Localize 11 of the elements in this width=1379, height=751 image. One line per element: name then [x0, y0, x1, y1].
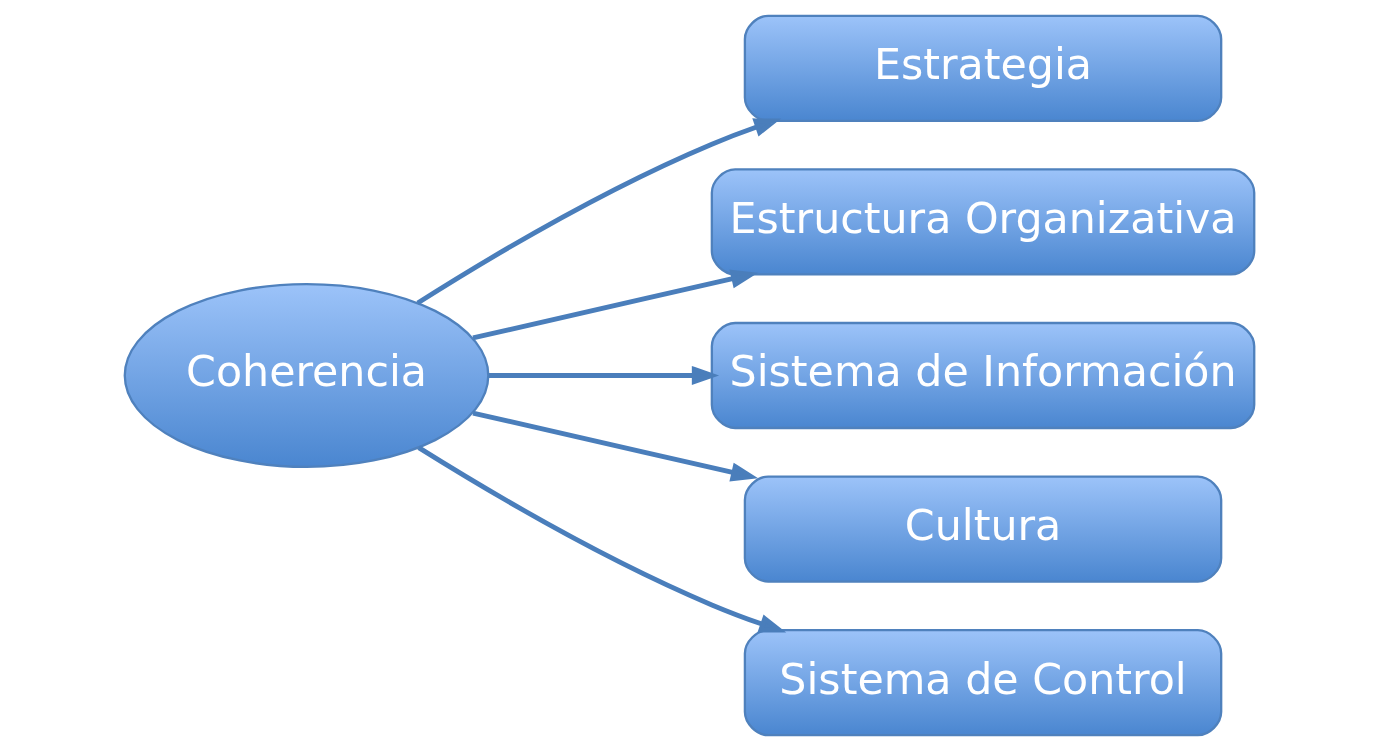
- node-box: Estrategia: [743, 14, 1223, 122]
- arrow: [417, 445, 787, 633]
- node-box: Estructura Organizativa: [710, 168, 1256, 276]
- node-box: Sistema de Información: [710, 321, 1256, 430]
- arrow: [472, 410, 759, 482]
- node-ellipse: Coherencia: [123, 282, 490, 469]
- node-box: Cultura: [743, 475, 1223, 583]
- node-box: Sistema de Control: [743, 629, 1223, 737]
- arrow: [488, 365, 720, 386]
- arrow: [416, 118, 782, 306]
- arrow: [472, 269, 759, 341]
